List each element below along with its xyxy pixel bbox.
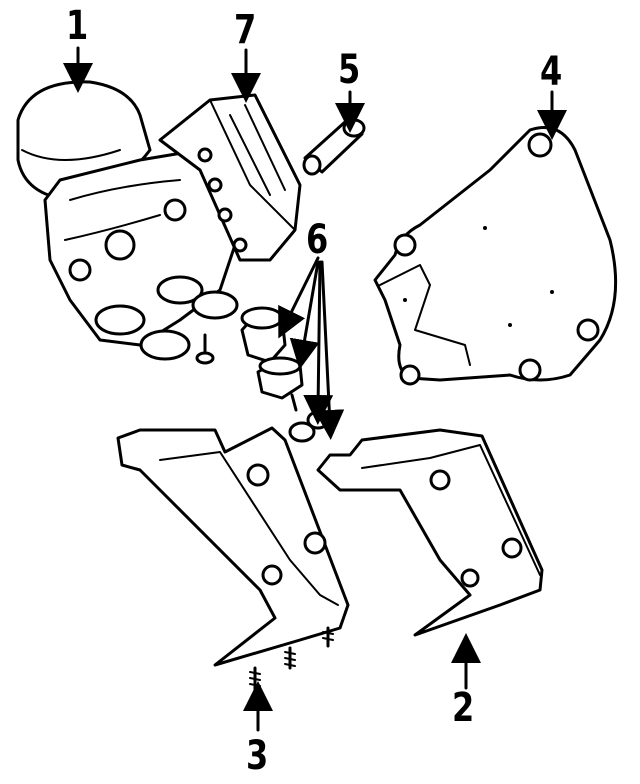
callout-7: 7: [234, 7, 257, 53]
callout-4: 4: [540, 49, 563, 95]
insulator-icon: [240, 306, 330, 443]
callout-3: 3: [246, 733, 269, 779]
leader-arrows: [63, 46, 567, 732]
callout-5: 5: [338, 47, 361, 93]
left-bracket-icon: [116, 426, 350, 667]
callout-6: 6: [306, 217, 329, 263]
callout-2: 2: [452, 685, 475, 731]
sleeve-icon: [302, 118, 366, 176]
shield-plate-icon: [373, 126, 618, 386]
right-bracket-icon: [316, 428, 544, 637]
control-module-icon: [158, 93, 302, 262]
callout-1: 1: [66, 3, 89, 49]
abs-hydraulic-unit-icon: [16, 80, 242, 365]
